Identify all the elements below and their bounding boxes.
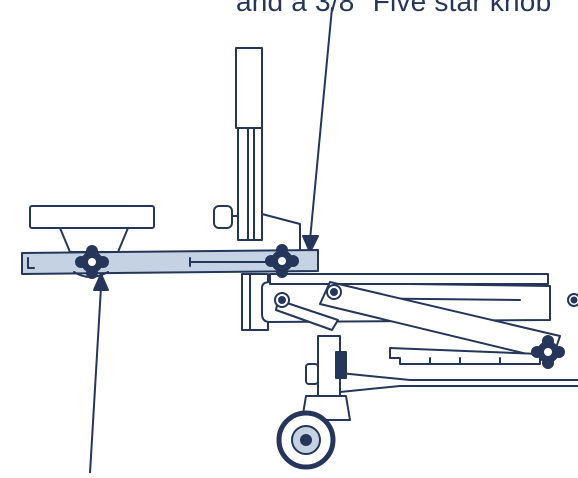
callout-leader-top bbox=[302, 7, 333, 253]
vertical-post bbox=[213, 47, 301, 331]
platform-block bbox=[29, 205, 155, 253]
caster-wheel bbox=[276, 335, 351, 470]
callout-caption: and a 3/8" Five star knob bbox=[236, 0, 552, 17]
callout-leader-bottom bbox=[89, 273, 109, 474]
pivot-bolts bbox=[274, 284, 578, 308]
